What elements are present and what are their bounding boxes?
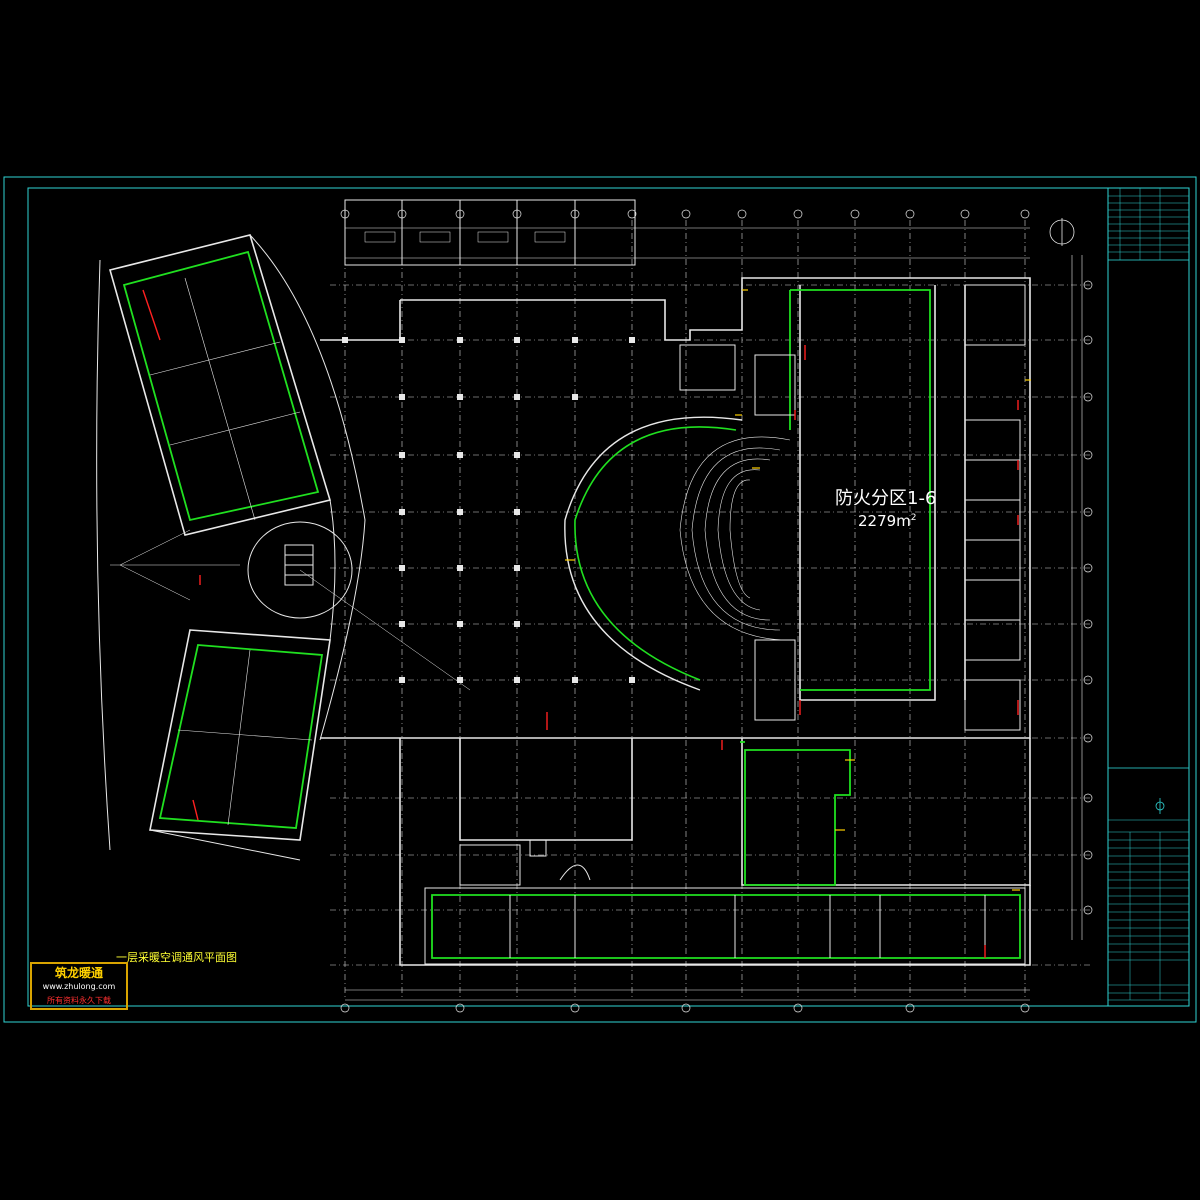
site-lines [110, 529, 471, 691]
axis-grid [330, 220, 1090, 1000]
compass-icon [1049, 218, 1075, 246]
left-wing-curve [96, 234, 366, 861]
stair-core [247, 521, 353, 619]
structural-columns [342, 337, 635, 683]
fire-zone-area-value: 2279m [858, 512, 911, 530]
fire-zone-area: 2279m2 [858, 512, 917, 530]
watermark-url: www.zhulong.com [42, 982, 116, 991]
top-rooms-row [344, 199, 636, 266]
lower-band [424, 839, 1026, 965]
title-block [1107, 187, 1190, 1007]
left-wing-upper [109, 234, 332, 536]
right-side-rooms [679, 284, 1026, 731]
watermark: 筑龙暖通 www.zhulong.com 所有资料永久下载 [30, 962, 128, 1010]
dimension-lines [345, 227, 1083, 1001]
left-wing-lower [149, 629, 331, 841]
main-building [320, 277, 1031, 966]
red-markers [142, 289, 1019, 958]
watermark-brand: 筑龙暖通 [54, 966, 103, 980]
auditorium [564, 416, 791, 691]
watermark-note: 所有资料永久下载 [47, 996, 111, 1005]
fire-zone-label: 防火分区1-6 [835, 488, 937, 509]
yellow-markers [565, 289, 1031, 891]
inner-frame [27, 187, 1190, 1007]
outer-frame [3, 176, 1197, 1023]
plan-title: 一层采暖空调通风平面图 [116, 951, 237, 964]
fire-zone-area-unit: 2 [910, 513, 917, 523]
fire-zone-boundaries [431, 289, 1021, 959]
